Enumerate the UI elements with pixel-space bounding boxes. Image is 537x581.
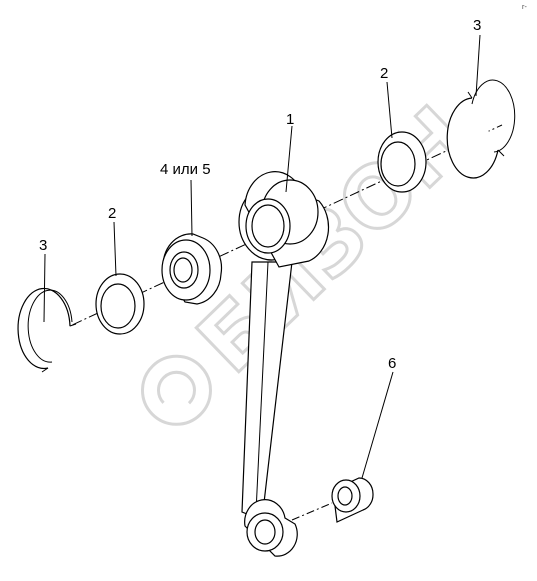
bearing <box>161 233 223 305</box>
callout-washer-left: 2 <box>108 205 116 222</box>
connecting-rod <box>238 171 333 557</box>
watermark-text: БИЗОН <box>179 88 489 392</box>
callout-ring-left: 3 <box>39 237 47 254</box>
callout-ring-right: 3 <box>473 17 481 34</box>
callout-bearing: 4 или 5 <box>160 161 211 178</box>
callout-connecting-rod: 1 <box>286 111 294 128</box>
corner-mark: г- <box>522 4 528 11</box>
callout-washer-right: 2 <box>380 65 388 82</box>
washer-left <box>95 273 145 335</box>
callout-bushing: 6 <box>388 355 396 372</box>
bushing <box>331 477 374 523</box>
ring-left <box>17 287 77 373</box>
washer-right <box>377 131 427 193</box>
leader-lines <box>43 34 481 479</box>
ring-right <box>446 79 516 179</box>
